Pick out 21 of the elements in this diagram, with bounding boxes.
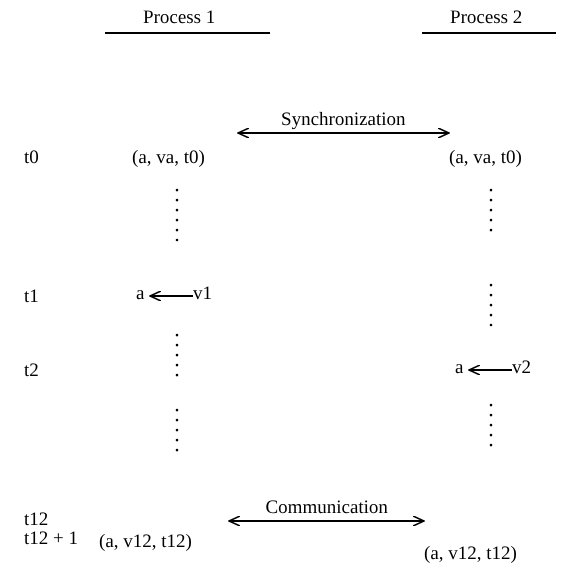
variable-name: v2 [512, 358, 538, 380]
variable-name: a [455, 358, 469, 380]
time-label: t12 [24, 510, 48, 530]
arrow [228, 515, 425, 527]
variable-name: a [136, 284, 150, 306]
state-tuple: (a, va, t0) [449, 128, 555, 170]
arrow [468, 364, 512, 376]
time-label: t0 [24, 148, 39, 168]
process-heading: Process 1 [143, 8, 216, 28]
edge-label: Communication [266, 498, 388, 518]
state-tuple: (a, va, t0) [132, 128, 238, 170]
time-label: t12 + 1 [24, 529, 78, 549]
state-tuple: (a, v12, t12) [424, 515, 556, 565]
arrow [149, 290, 193, 302]
state-tuple: (a, v12, t12) [99, 515, 229, 553]
edge-label: Synchronization [281, 110, 406, 130]
time-label: t2 [24, 361, 39, 381]
arrow [237, 127, 450, 139]
variable-name: v1 [193, 284, 219, 306]
time-label: t1 [24, 287, 39, 307]
process-heading: Process 2 [450, 8, 522, 28]
